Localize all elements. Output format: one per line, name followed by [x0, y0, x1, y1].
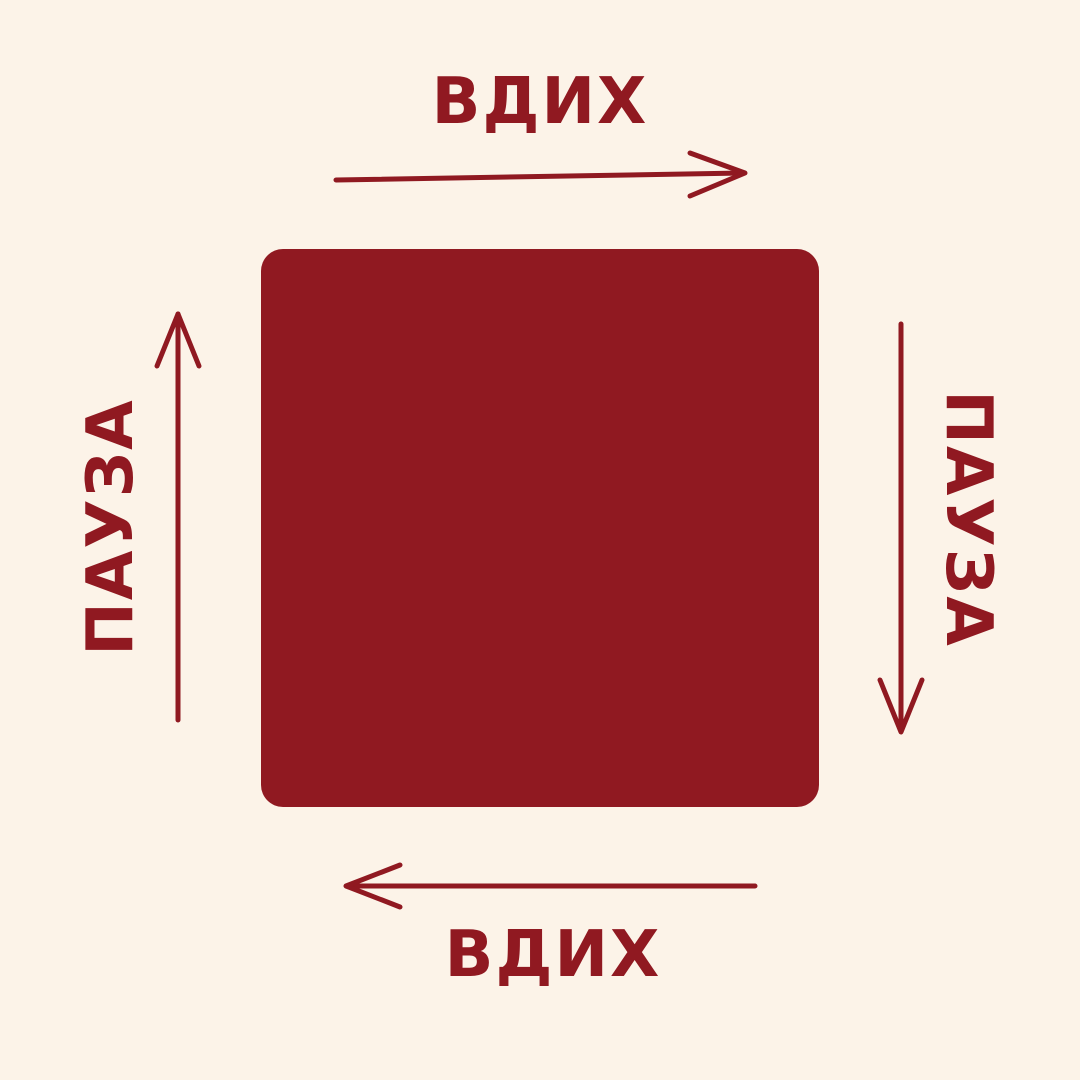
label-inhale-bottom: ВДИХ	[444, 918, 662, 992]
arrow-right-icon	[333, 150, 748, 199]
label-inhale-top: ВДИХ	[431, 65, 649, 139]
arrow-up-icon	[154, 311, 202, 723]
breathing-square	[261, 249, 819, 807]
label-pause-left: ПАУЗА	[74, 398, 148, 656]
label-pause-right: ПАУЗА	[931, 390, 1005, 648]
arrow-left-icon	[343, 862, 758, 910]
arrow-down-icon	[877, 321, 925, 735]
